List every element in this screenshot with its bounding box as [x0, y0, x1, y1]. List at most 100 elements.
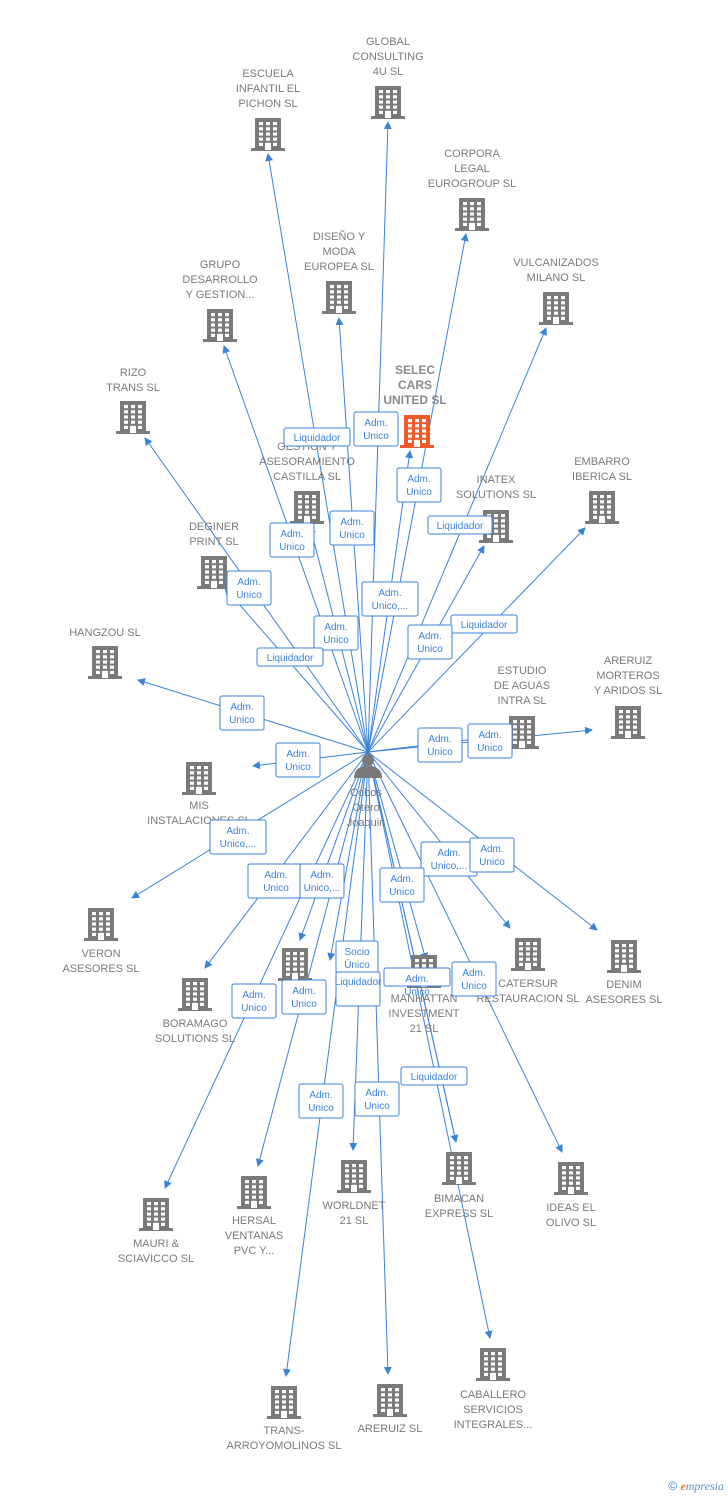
company-label-manhattan: INVESTMENT — [389, 1008, 460, 1020]
building-icon-denim[interactable] — [607, 940, 641, 973]
role-text: Adm. — [280, 529, 303, 540]
role-text: Unico — [236, 590, 262, 601]
building-icon-vulcanizados[interactable] — [539, 292, 573, 325]
company-label-deginer: DEGINER — [189, 521, 239, 533]
role-label-r28[interactable]: Adm.Unico — [281, 979, 327, 1015]
edge-escuela — [265, 153, 369, 753]
building-icon-diseno[interactable] — [322, 281, 356, 314]
person-name-label: Otero — [352, 802, 380, 814]
building-icon-corpora[interactable] — [455, 198, 489, 231]
role-text: Adm. — [324, 622, 347, 633]
role-label-r5[interactable]: Adm.Unico — [269, 522, 315, 558]
role-label-r7[interactable]: Adm. Unico — [226, 570, 272, 606]
role-text: Unico — [417, 644, 443, 655]
building-icon-unnamed[interactable] — [278, 948, 312, 981]
building-icon-areruiz[interactable] — [373, 1384, 407, 1417]
role-label-r14[interactable]: Adm.Unico — [417, 727, 463, 763]
edge-boramago — [204, 751, 369, 969]
role-label-r13[interactable]: Adm.Unico — [219, 695, 265, 731]
role-text: Adm. — [237, 577, 260, 588]
building-icon-trans[interactable] — [267, 1386, 301, 1419]
company-label-hersal: VENTANAS — [225, 1230, 283, 1242]
role-label-r16[interactable]: Adm.Unico — [275, 742, 321, 778]
role-label-r29[interactable]: Liquidador — [400, 1066, 468, 1086]
focus-company-label: CARS — [398, 378, 432, 392]
company-label-diseno: DISEÑO Y — [313, 230, 366, 243]
building-icon-embarro[interactable] — [585, 491, 619, 524]
building-icon-worldnet[interactable] — [337, 1160, 371, 1193]
brand-logo[interactable]: empresia — [680, 1479, 724, 1493]
building-icon-ideas[interactable] — [554, 1162, 588, 1195]
building-icon-global[interactable] — [371, 86, 405, 119]
role-label-r10[interactable]: Liquidador — [450, 614, 518, 634]
building-icon-mauri[interactable] — [139, 1198, 173, 1231]
edge-vulcanizados — [367, 327, 547, 753]
role-label-r6[interactable]: Adm.Unico — [329, 510, 375, 546]
building-icon-estudio[interactable] — [505, 716, 539, 749]
role-label-r21[interactable]: Adm.Unico,... — [299, 863, 345, 899]
building-icon-boramago[interactable] — [178, 978, 212, 1011]
role-label-r2[interactable]: Adm.Unico — [353, 411, 399, 447]
role-label-r27[interactable]: Adm.Unico — [231, 983, 277, 1019]
building-icon-areruizm[interactable] — [611, 706, 645, 739]
company-label-rizo: TRANS SL — [106, 382, 160, 394]
building-icon-mis[interactable] — [182, 762, 216, 795]
role-label-r12[interactable]: Adm.Unico — [407, 624, 453, 660]
role-text: Único — [344, 958, 370, 971]
company-label-manhattan: MANHATTAN — [391, 993, 458, 1005]
company-label-vulcanizados: VULCANIZADOS — [513, 257, 599, 269]
building-icon-hersal[interactable] — [237, 1176, 271, 1209]
role-label-r15[interactable]: Adm.Unico — [467, 723, 513, 759]
role-text: Unico — [363, 431, 389, 442]
building-icon-bimacan[interactable] — [442, 1152, 476, 1185]
role-label-r11[interactable]: Liquidador — [256, 647, 324, 667]
role-label-r18[interactable]: Adm.Unico,... — [420, 841, 478, 877]
person-name-label: Cobos — [350, 787, 382, 799]
role-text: Unico — [406, 487, 432, 498]
role-label-r20[interactable]: Adm.Unico — [247, 863, 305, 899]
building-icon-rizo[interactable] — [116, 401, 150, 434]
role-text: Adm. — [437, 848, 460, 859]
company-label-escuela: PICHON SL — [238, 98, 297, 110]
building-icon-deginer[interactable] — [197, 556, 231, 589]
company-label-catersur: CATERSUR — [498, 978, 558, 990]
building-icon-catersur[interactable] — [511, 938, 545, 971]
building-icon-veron[interactable] — [84, 908, 118, 941]
role-label-r24[interactable]: Adm.Unico — [383, 967, 451, 998]
role-label-r9[interactable]: Adm.Unico — [313, 615, 359, 651]
role-label-r1[interactable]: Liquidador — [283, 427, 351, 447]
role-text: Unico — [461, 981, 487, 992]
company-label-mauri: MAURI & — [133, 1238, 180, 1250]
role-text: Adm. — [428, 734, 451, 745]
role-label-r19[interactable]: Adm.Unico — [469, 837, 515, 873]
company-label-mauri: SCIAVICCO SL — [118, 1253, 194, 1265]
edge-catersur — [367, 751, 511, 929]
role-text: Adm. — [365, 1088, 388, 1099]
role-label-r26[interactable]: Adm.Unico — [451, 961, 497, 997]
company-label-inatex: SOLUTIONS SL — [456, 489, 536, 501]
building-icon-hangzou[interactable] — [88, 646, 122, 679]
role-label-r3[interactable]: Adm. Unico — [396, 467, 442, 503]
role-label-r25[interactable]: Liquidador — [335, 971, 382, 1007]
focus-building-icon[interactable] — [400, 415, 434, 448]
role-label-r22[interactable]: Adm.Unico — [379, 867, 425, 903]
role-label-r30[interactable]: Adm.Unico — [298, 1083, 344, 1119]
building-icon-grupo[interactable] — [203, 309, 237, 342]
role-text: Unico — [477, 743, 503, 754]
focus-company-label: SELEC — [395, 363, 435, 377]
company-label-worldnet: WORLDNET — [323, 1200, 386, 1212]
building-icon-caballero[interactable] — [476, 1348, 510, 1381]
role-text: Unico,... — [372, 601, 409, 612]
edge-embarro — [367, 527, 586, 753]
person-icon[interactable] — [354, 754, 382, 778]
role-label-r17[interactable]: Adm.Unico,... — [209, 819, 267, 855]
role-label-r31[interactable]: Adm.Unico — [354, 1081, 400, 1117]
edge-worldnet-2 — [327, 751, 369, 961]
building-icon-escuela[interactable] — [251, 118, 285, 151]
building-icon-gestion[interactable] — [290, 491, 324, 524]
role-text: Adm. — [407, 474, 430, 485]
role-label-r4[interactable]: Liquidador — [427, 515, 493, 535]
role-label-r8[interactable]: Adm.Unico,... — [361, 581, 419, 617]
